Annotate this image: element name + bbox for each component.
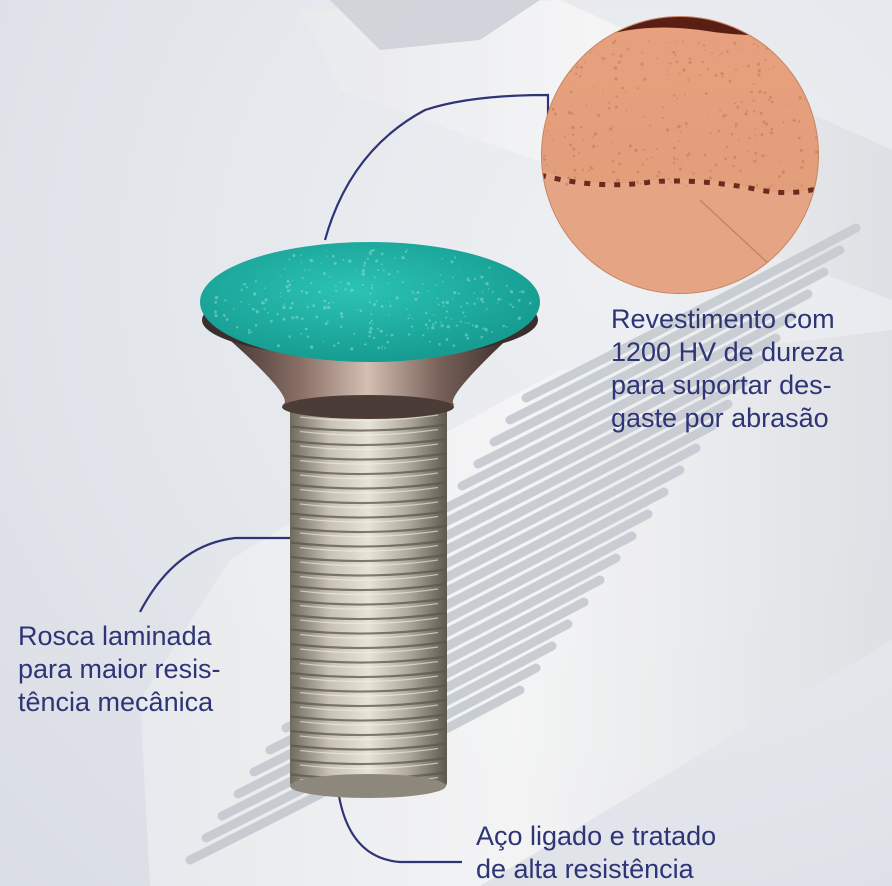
leader-line-steel (336, 789, 462, 864)
callout-coating: Revestimento com 1200 HV de dureza para … (611, 303, 844, 435)
leader-line-coating (323, 93, 550, 241)
callout-line: para suportar des- (611, 370, 832, 400)
callout-thread: Rosca laminada para maior resis- tência … (18, 620, 221, 719)
leader-line-thread (139, 536, 290, 613)
callout-line: tência mecânica (18, 687, 214, 717)
callout-steel: Aço ligado e tratado de alta resistência (476, 820, 716, 886)
coating-micrograph (541, 16, 819, 294)
callout-line: Aço ligado e tratado (476, 821, 717, 851)
callout-line: Rosca laminada (18, 621, 212, 651)
callout-line: 1200 HV de dureza (611, 337, 844, 367)
screw-thread (290, 405, 447, 798)
callout-line: para maior resis- (18, 654, 221, 684)
callout-line: Revestimento com (611, 304, 835, 334)
callout-line: de alta resistência (476, 854, 694, 884)
callout-line: gaste por abrasão (611, 403, 829, 433)
coated-head-surface (200, 242, 540, 362)
